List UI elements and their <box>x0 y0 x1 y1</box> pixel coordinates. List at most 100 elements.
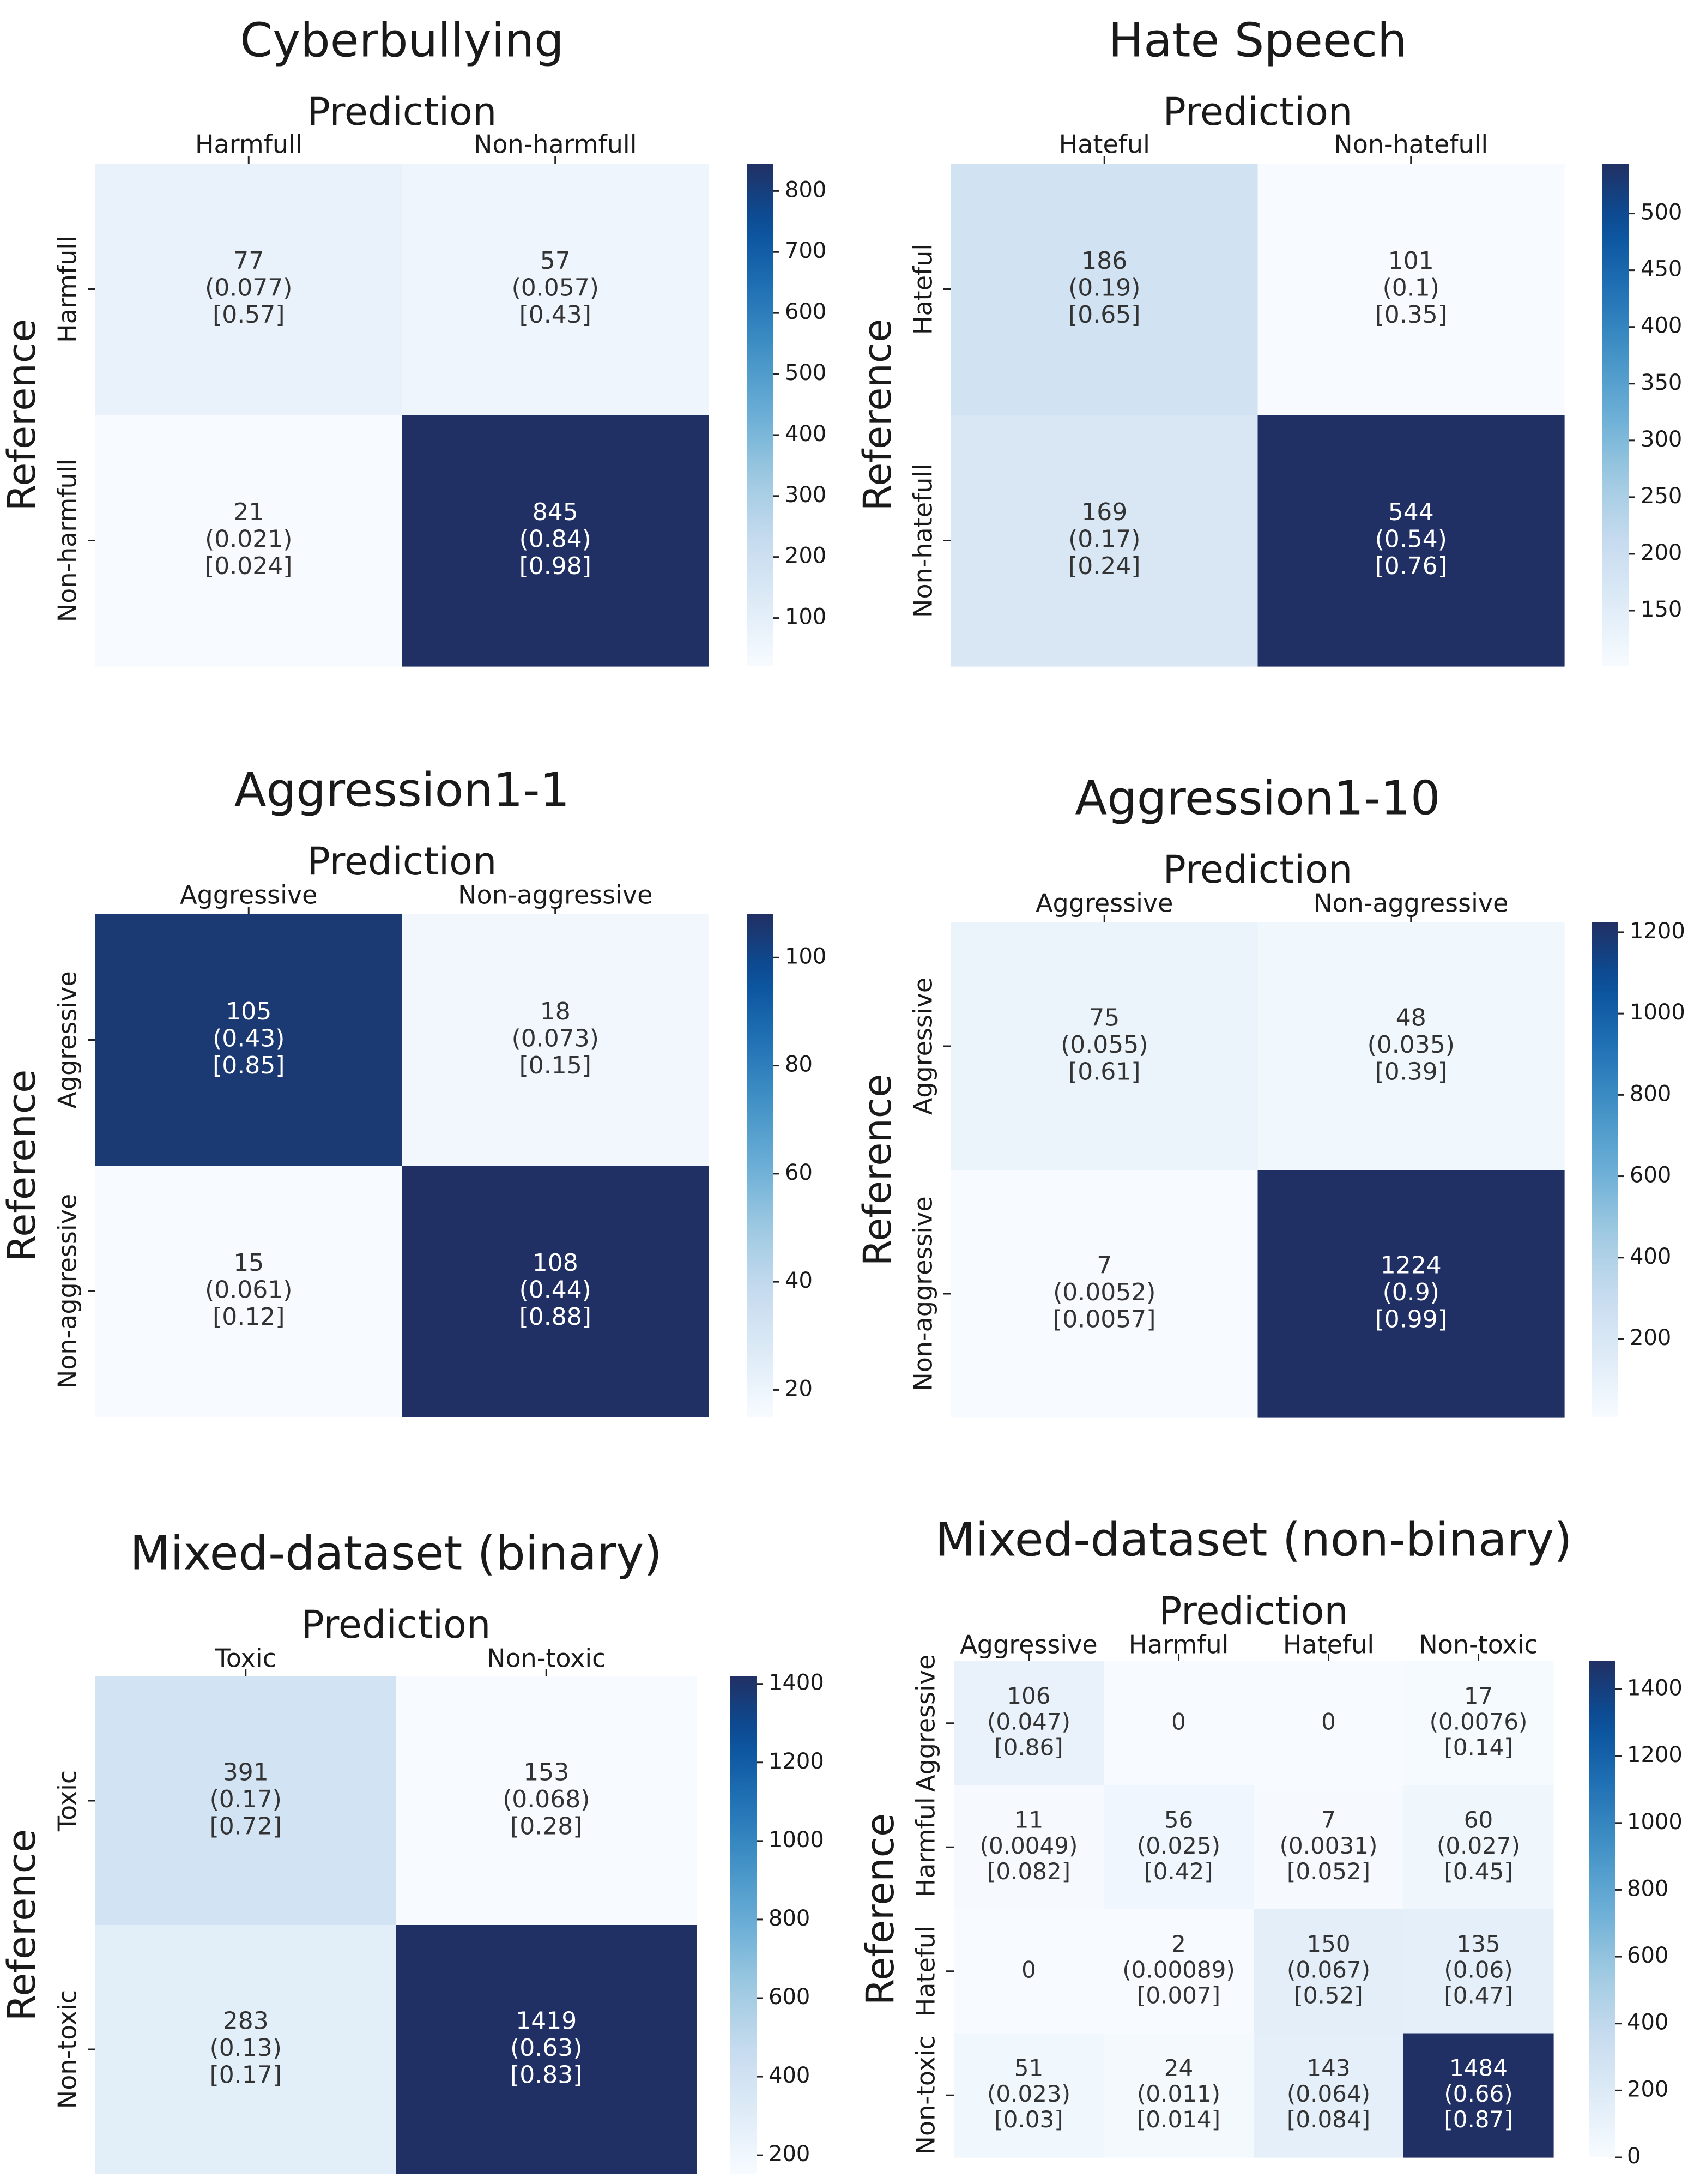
heatmap-cell <box>1104 1909 1254 2034</box>
heatmap-cell <box>1104 2033 1254 2158</box>
y-tick-label: Harmfull <box>53 236 82 343</box>
colorbar-tick-label: 800 <box>769 1906 810 1931</box>
cell-ratio: (0.17) <box>1068 526 1140 553</box>
colorbar-tick-label: 200 <box>1641 540 1682 565</box>
cell-count: 153 <box>523 1759 569 1787</box>
colorbar-tick-label: 40 <box>785 1268 813 1293</box>
heatmap-cell <box>951 1170 1259 1418</box>
y-axis-label: Reference <box>855 319 900 511</box>
cell-ratio: (0.17) <box>210 1785 282 1813</box>
cell-count: 845 <box>533 498 578 526</box>
y-axis-label: Reference <box>858 1813 903 2006</box>
colorbar-tick-label: 150 <box>1641 597 1682 622</box>
colorbar-tick-label: 400 <box>1630 1244 1671 1269</box>
cell-ratio: (0.021) <box>205 526 292 553</box>
colorbar-tick-label: 200 <box>1627 2077 1668 2102</box>
cell-count: 0 <box>1021 1956 1036 1983</box>
colorbar <box>730 1676 757 2174</box>
y-tick-label: Non-aggressive <box>53 1194 82 1389</box>
y-tick-label: Aggressive <box>909 978 938 1115</box>
cell-recall: [0.86] <box>994 1734 1063 1760</box>
y-axis-label: Reference <box>0 319 44 511</box>
cell-count: 106 <box>1007 1682 1050 1709</box>
cell-count: 283 <box>223 2007 269 2035</box>
x-tick-label: Non-toxic <box>1419 1630 1538 1660</box>
cell-recall: [0.83] <box>510 2061 582 2089</box>
y-axis-label: Reference <box>0 1829 44 2022</box>
colorbar-tick-label: 300 <box>1641 427 1682 452</box>
cell-count: 17 <box>1464 1682 1493 1709</box>
cell-ratio: (0.068) <box>503 1785 590 1813</box>
y-tick-label: Non-aggressive <box>909 1196 938 1391</box>
heatmap-cell <box>951 415 1259 667</box>
cell-recall: [0.082] <box>987 1858 1070 1885</box>
cell-count: 56 <box>1164 1807 1193 1833</box>
cell-count: 0 <box>1171 1708 1186 1735</box>
heatmap-panel-5: Mixed-dataset (binary)PredictionReferenc… <box>0 1526 824 2174</box>
heatmap-cell <box>95 1925 397 2174</box>
heatmap-cell <box>402 914 709 1166</box>
cell-recall: [0.88] <box>519 1303 591 1331</box>
cell-ratio: (0.025) <box>1137 1832 1220 1859</box>
y-axis-label: Reference <box>0 1070 44 1262</box>
x-tick-label: Non-toxic <box>487 1644 606 1673</box>
heatmap-cell <box>95 914 403 1166</box>
cell-count: 60 <box>1464 1807 1493 1833</box>
cell-count: 75 <box>1089 1004 1120 1032</box>
cell-recall: [0.76] <box>1375 552 1447 580</box>
colorbar-tick-label: 500 <box>1641 200 1682 225</box>
y-tick-label: Harmful <box>911 1797 941 1897</box>
heatmap-cell <box>95 1166 403 1417</box>
heatmap-cell <box>1104 1661 1254 1786</box>
cell-recall: [0.0057] <box>1053 1305 1155 1333</box>
cell-recall: [0.024] <box>205 552 292 580</box>
cell-recall: [0.99] <box>1375 1305 1447 1333</box>
cell-count: 169 <box>1081 498 1127 526</box>
colorbar-tick-label: 0 <box>1627 2144 1641 2169</box>
colorbar <box>1602 164 1629 666</box>
colorbar-tick-label: 20 <box>785 1376 813 1401</box>
cell-recall: [0.15] <box>519 1052 591 1079</box>
colorbar <box>1589 1661 1615 2157</box>
colorbar-tick-label: 100 <box>785 605 826 630</box>
heatmap-panel-4: Aggression1-10PredictionReference75(0.05… <box>855 771 1685 1418</box>
cell-ratio: (0.027) <box>1437 1832 1520 1859</box>
colorbar-tick-label: 500 <box>785 360 826 385</box>
cell-count: 1224 <box>1381 1252 1442 1280</box>
cell-count: 21 <box>233 498 264 526</box>
heatmap-cell <box>95 1676 397 1926</box>
y-tick-label: Hateful <box>911 1926 941 2017</box>
cell-recall: [0.007] <box>1137 1982 1220 2008</box>
colorbar <box>747 914 773 1417</box>
heatmap-panel-2: Hate SpeechPredictionReference186(0.19)[… <box>855 13 1682 667</box>
colorbar-tick-label: 1400 <box>769 1670 824 1696</box>
cell-ratio: (0.54) <box>1375 526 1447 553</box>
heatmap-cell <box>954 1909 1104 2034</box>
heatmap-cell <box>402 1166 709 1417</box>
cell-count: 24 <box>1164 2055 1193 2082</box>
colorbar-tick-label: 1000 <box>769 1827 824 1853</box>
cell-ratio: (0.06) <box>1444 1956 1512 1983</box>
colorbar-tick-label: 1200 <box>1630 919 1685 944</box>
y-tick-label: Non-harmfull <box>53 459 82 622</box>
cell-ratio: (0.44) <box>519 1276 591 1304</box>
cell-recall: [0.17] <box>210 2061 282 2089</box>
y-tick-label: Non-toxic <box>53 1990 82 2109</box>
chart-title: Mixed-dataset (binary) <box>130 1526 662 1580</box>
y-axis-label: Reference <box>855 1074 900 1266</box>
colorbar-tick-label: 700 <box>785 238 826 263</box>
cell-ratio: (0.077) <box>205 274 292 302</box>
heatmap-cell <box>396 1925 697 2174</box>
cell-count: 105 <box>226 998 271 1025</box>
colorbar-tick-label: 1200 <box>769 1749 824 1774</box>
cell-recall: [0.57] <box>213 301 285 329</box>
x-tick-label: Non-aggressive <box>458 880 652 910</box>
colorbar-tick-label: 1000 <box>1630 1000 1685 1025</box>
heatmap-cell <box>1254 2033 1404 2158</box>
cell-ratio: (0.011) <box>1137 2080 1220 2107</box>
colorbar-tick-label: 800 <box>1630 1081 1671 1106</box>
heatmap-cell <box>1257 415 1565 667</box>
heatmap-cell <box>1257 1170 1565 1418</box>
cell-recall: [0.72] <box>210 1812 282 1840</box>
colorbar-tick-label: 250 <box>1641 484 1682 509</box>
